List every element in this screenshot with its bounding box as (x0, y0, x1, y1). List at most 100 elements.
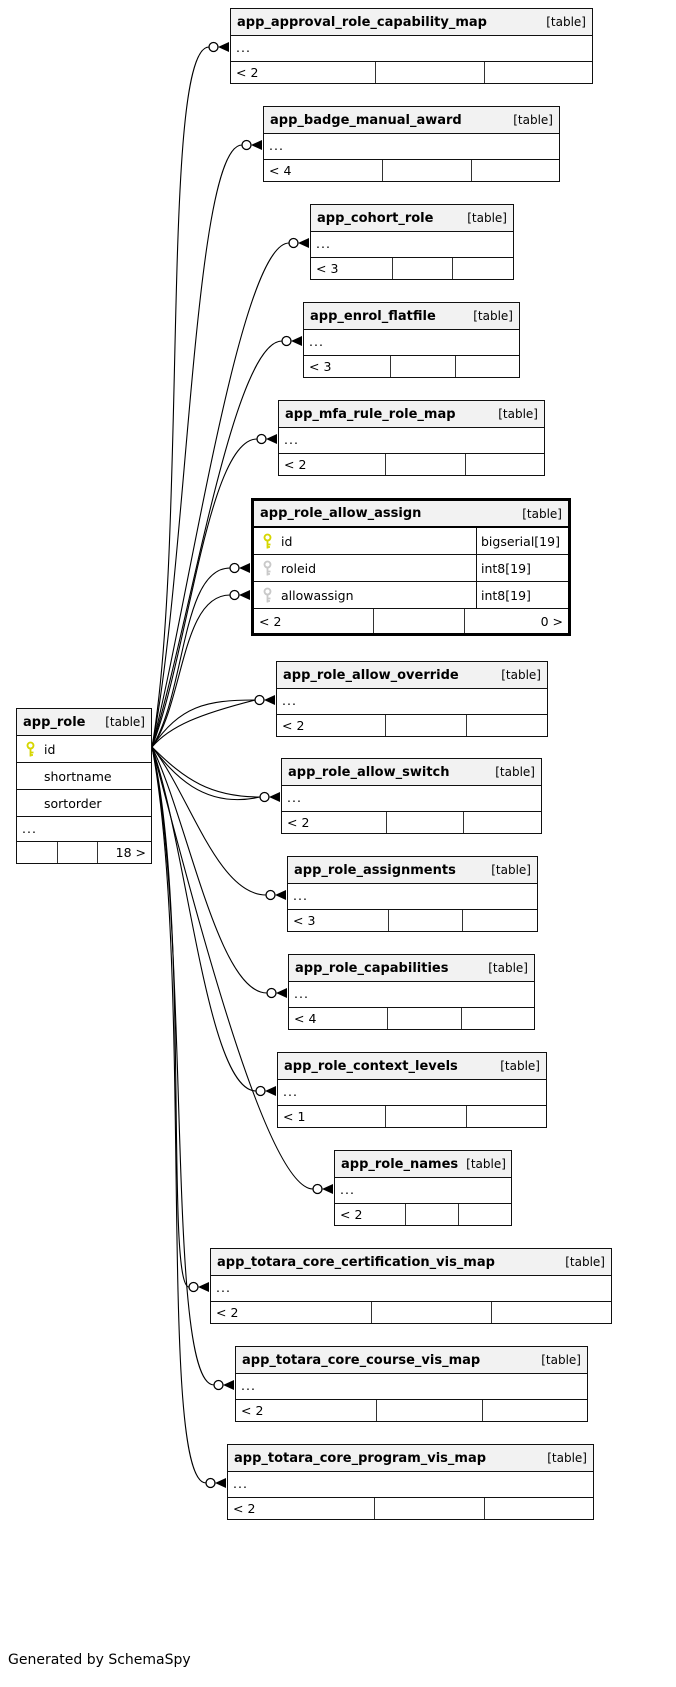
edge-line (151, 746, 314, 1190)
table-app_enrol_flatfile[interactable]: app_enrol_flatfile [table] ... < 3 (303, 302, 520, 378)
table-app_role_allow_assign[interactable]: app_role_allow_assign [table] id bigseri… (251, 498, 571, 636)
footer-cell (481, 1400, 587, 1421)
table-app_role[interactable]: app_role [table] id shortname sortorder … (16, 708, 152, 864)
table-footer: < 2 (211, 1302, 611, 1323)
children-count: 0 > (464, 609, 568, 633)
table-header: app_role_capabilities [table] (289, 955, 534, 982)
table-footer: < 1 (278, 1106, 546, 1127)
footer-cell (391, 258, 453, 279)
table-name: app_cohort_role (317, 210, 434, 226)
columns-ellipsis-row: ... (282, 786, 541, 812)
footer-cell (463, 812, 541, 833)
cardinality-circle-icon (288, 237, 299, 249)
table-name: app_totara_core_certification_vis_map (217, 1254, 495, 1270)
table-name: app_role_assignments (294, 862, 456, 878)
table-header: app_totara_core_certification_vis_map [t… (211, 1249, 611, 1276)
footer-cell (375, 62, 483, 83)
footer-cell (464, 454, 545, 475)
primary-key-icon (263, 533, 272, 548)
table-footer: < 2 (228, 1498, 593, 1519)
table-app_mfa_rule_role_map[interactable]: app_mfa_rule_role_map [table] ... < 2 (278, 400, 545, 476)
footer-cell (462, 910, 537, 931)
column-name-cell: id (254, 528, 476, 554)
table-app_badge_manual_award[interactable]: app_badge_manual_award [table] ... < 4 (263, 106, 560, 182)
cardinality-circle-icon (266, 987, 277, 999)
table-app_role_context_levels[interactable]: app_role_context_levels [table] ... < 1 (277, 1052, 547, 1128)
table-tag: [table] (495, 765, 535, 779)
crow-arrow-icon (276, 988, 287, 998)
table-header: app_role_allow_switch [table] (282, 759, 541, 786)
footer-cell (385, 454, 465, 475)
table-name: app_badge_manual_award (270, 112, 462, 128)
table-name: app_role_names (341, 1156, 459, 1172)
crow-arrow-icon (275, 890, 286, 900)
footer-cell (376, 1400, 481, 1421)
children-count: 18 > (97, 842, 151, 863)
table-app_role_allow_override[interactable]: app_role_allow_override [table] ... < 2 (276, 661, 548, 737)
table-app_role_capabilities[interactable]: app_role_capabilities [table] ... < 4 (288, 954, 535, 1030)
footer-cell (371, 1302, 491, 1323)
parent-count: < 2 (284, 457, 307, 472)
table-app_role_names[interactable]: app_role_names [table] ... < 2 (334, 1150, 512, 1226)
table-footer: < 3 (288, 910, 537, 931)
parent-count: < 2 (287, 815, 310, 830)
footer-cell (491, 1302, 611, 1323)
cardinality-circle-icon (229, 562, 240, 574)
footer-cell (385, 1106, 465, 1127)
table-footer: 18 > (17, 842, 151, 863)
cardinality-circle-icon (259, 791, 270, 803)
parent-count: < 2 (216, 1305, 239, 1320)
column-row-sortorder: sortorder (17, 790, 151, 817)
table-header: app_role [table] (17, 709, 151, 736)
column-row-id: id bigserial[19] (254, 528, 568, 555)
table-tag: [table] (488, 961, 528, 975)
table-footer: < 3 (304, 356, 519, 377)
crow-arrow-icon (251, 140, 262, 150)
table-footer: < 2 0 > (254, 609, 568, 633)
table-header: app_totara_core_course_vis_map [table] (236, 1347, 587, 1374)
cardinality-circle-icon (281, 335, 292, 347)
footer-cell (452, 258, 513, 279)
table-app_totara_core_course_vis_map[interactable]: app_totara_core_course_vis_map [table] .… (235, 1346, 588, 1422)
table-header: app_totara_core_program_vis_map [table] (228, 1445, 593, 1472)
columns-ellipsis-row: ... (277, 689, 547, 715)
edge-role-context-levels (151, 746, 276, 1097)
parent-count: < 2 (259, 613, 282, 629)
table-app_totara_core_certification_vis_map[interactable]: app_totara_core_certification_vis_map [t… (210, 1248, 612, 1324)
crow-arrow-icon (239, 563, 250, 573)
table-header: app_role_allow_assign [table] (254, 501, 568, 528)
edge-program-vis-map (151, 746, 226, 1489)
column-type: int8[19] (476, 555, 568, 581)
table-header: app_badge_manual_award [table] (264, 107, 559, 134)
edge-line (151, 567, 231, 748)
columns-ellipsis-row: ... (279, 428, 544, 454)
table-name: app_mfa_rule_role_map (285, 406, 456, 422)
crow-arrow-icon (264, 695, 275, 705)
table-app_role_assignments[interactable]: app_role_assignments [table] ... < 3 (287, 856, 538, 932)
edge-line (151, 699, 256, 748)
table-tag: [table] (565, 1255, 605, 1269)
table-app_approval_role_capability_map[interactable]: app_approval_role_capability_map [table]… (230, 8, 593, 84)
table-header: app_role_names [table] (335, 1151, 511, 1178)
table-app_cohort_role[interactable]: app_cohort_role [table] ... < 3 (310, 204, 514, 280)
table-app_role_allow_switch[interactable]: app_role_allow_switch [table] ... < 2 (281, 758, 542, 834)
table-tag: [table] (547, 1451, 587, 1465)
column-name: sortorder (44, 795, 102, 811)
table-app_totara_core_program_vis_map[interactable]: app_totara_core_program_vis_map [table] … (227, 1444, 594, 1520)
cardinality-circle-icon (208, 41, 219, 53)
edge-course-vis-map (151, 746, 234, 1391)
table-header: app_role_allow_override [table] (277, 662, 547, 689)
footer-cell (373, 609, 464, 633)
foreign-key-icon (263, 560, 272, 575)
edge-cohort-role (151, 237, 309, 748)
footer-cell (390, 356, 455, 377)
table-header: app_role_assignments [table] (288, 857, 537, 884)
footer-cell (454, 356, 520, 377)
foreign-key-icon (263, 587, 272, 602)
crow-arrow-icon (223, 1380, 234, 1390)
columns-ellipsis-row: ... (264, 134, 559, 160)
edge-line (151, 746, 215, 1386)
edge-line (151, 746, 257, 1092)
cardinality-circle-icon (265, 889, 276, 901)
edge-line (151, 746, 268, 994)
